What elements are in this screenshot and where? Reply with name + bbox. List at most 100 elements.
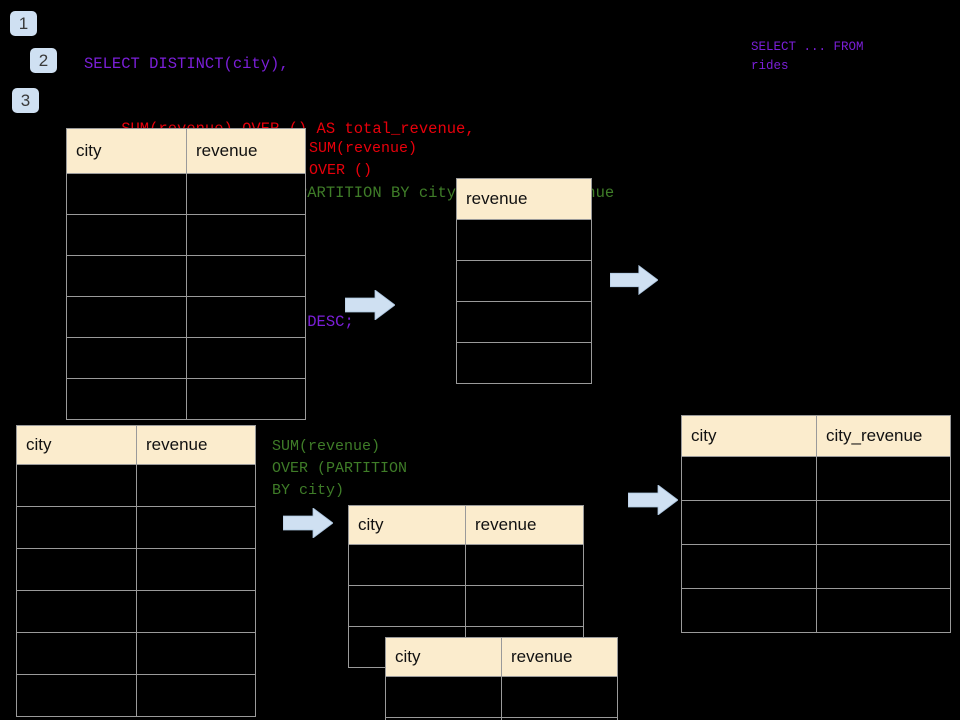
result-city-revenue-table: city city_revenue: [681, 415, 951, 633]
annotation-over-empty: SUM(revenue) OVER (): [309, 140, 418, 179]
arrow-source-to-total: [345, 290, 395, 320]
table-cell: [66, 378, 187, 420]
table-cell: [456, 260, 592, 302]
table-cell: [681, 544, 817, 589]
rides-source-table-top: city revenue: [66, 128, 306, 420]
select-from-rides-note: SELECT ... FROM rides: [751, 40, 864, 73]
table-cell: [16, 674, 137, 717]
table-cell: [186, 337, 306, 379]
table-cell: [816, 588, 951, 633]
partition-group-table-back: city revenue: [348, 505, 584, 668]
table-cell: [816, 544, 951, 589]
table-cell: [66, 296, 187, 338]
column-header-city: city: [16, 425, 137, 465]
table-row: [348, 585, 584, 627]
table-row: [66, 337, 306, 379]
table-cell: [136, 506, 256, 549]
column-header-city: city: [385, 637, 502, 677]
table-cell: [465, 544, 584, 586]
table-cell: [385, 676, 502, 718]
annotation-partition-by-city: SUM(revenue) OVER (PARTITION BY city): [272, 438, 408, 499]
table-row: [66, 173, 306, 215]
column-header-revenue: revenue: [465, 505, 584, 545]
table-cell: [16, 506, 137, 549]
table-cell: [16, 632, 137, 675]
table-cell: [66, 337, 187, 379]
table-cell: [816, 456, 951, 501]
table-cell: [66, 173, 187, 215]
table-row: [66, 378, 306, 420]
table-cell: [16, 464, 137, 507]
table-header-row: revenue: [456, 178, 592, 220]
table-row: [16, 674, 256, 717]
step-badge-3-label: 3: [20, 91, 31, 110]
table-header-row: city revenue: [385, 637, 618, 677]
total-revenue-table: revenue: [456, 178, 592, 384]
table-header-row: city city_revenue: [681, 415, 951, 457]
table-row: [16, 548, 256, 591]
table-row: [681, 456, 951, 501]
table-cell: [348, 585, 466, 627]
table-row: [385, 717, 618, 720]
table-row: [456, 342, 592, 384]
table-cell: [136, 464, 256, 507]
column-header-revenue: revenue: [456, 178, 592, 220]
table-cell: [501, 676, 618, 718]
table-row: [385, 676, 618, 718]
column-header-city: city: [348, 505, 466, 545]
table-cell: [465, 585, 584, 627]
table-cell: [681, 588, 817, 633]
table-row: [681, 588, 951, 633]
column-header-city-revenue: city_revenue: [816, 415, 951, 457]
table-row: [456, 260, 592, 302]
arrow-total-to-result: [610, 265, 658, 295]
column-header-revenue: revenue: [501, 637, 618, 677]
table-cell: [186, 173, 306, 215]
partition-group-table-front: city revenue: [385, 637, 618, 720]
table-cell: [816, 500, 951, 545]
table-cell: [456, 301, 592, 343]
table-cell: [186, 378, 306, 420]
step-badge-3: 3: [12, 88, 39, 113]
table-cell: [16, 548, 137, 591]
table-cell: [501, 717, 618, 720]
table-row: [681, 500, 951, 545]
rides-source-table-bottom: city revenue: [16, 425, 256, 717]
step-badge-2-label: 2: [38, 51, 49, 70]
table-cell: [66, 214, 187, 256]
table-cell: [16, 590, 137, 633]
step-badge-1: 1: [10, 11, 37, 36]
table-header-row: city revenue: [16, 425, 256, 465]
table-cell: [186, 214, 306, 256]
table-row: [456, 219, 592, 261]
table-row: [16, 464, 256, 507]
table-header-row: city revenue: [348, 505, 584, 545]
table-row: [16, 590, 256, 633]
table-cell: [681, 500, 817, 545]
table-cell: [186, 255, 306, 297]
table-header-row: city revenue: [66, 128, 306, 174]
table-cell: [136, 674, 256, 717]
step-badge-2: 2: [30, 48, 57, 73]
step-badge-1-label: 1: [18, 14, 29, 33]
table-row: [348, 544, 584, 586]
table-row: [66, 214, 306, 256]
table-cell: [66, 255, 187, 297]
table-cell: [186, 296, 306, 338]
table-cell: [456, 342, 592, 384]
table-cell: [681, 456, 817, 501]
column-header-revenue: revenue: [136, 425, 256, 465]
table-cell: [136, 590, 256, 633]
table-row: [16, 632, 256, 675]
sql-line-select: SELECT DISTINCT(city),: [84, 55, 289, 73]
table-row: [66, 255, 306, 297]
column-header-city: city: [681, 415, 817, 457]
table-row: [16, 506, 256, 549]
table-cell: [136, 548, 256, 591]
table-cell: [136, 632, 256, 675]
arrow-source-to-partition: [283, 508, 333, 538]
table-row: [66, 296, 306, 338]
column-header-city: city: [66, 128, 187, 174]
table-row: [681, 544, 951, 589]
